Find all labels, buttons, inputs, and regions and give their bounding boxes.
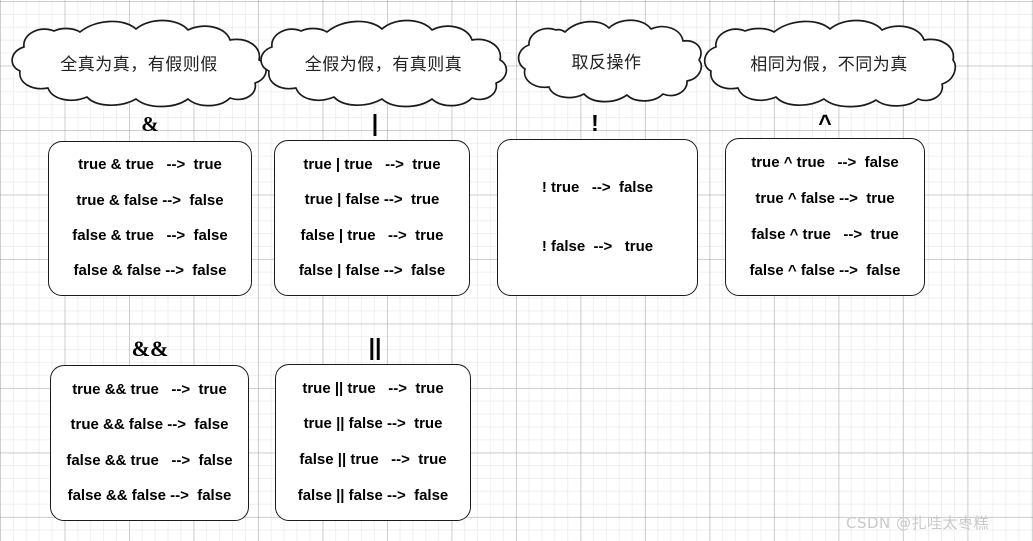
cloud-label: 全真为真，有假则假 xyxy=(60,55,218,75)
truth-table-logical-or: true || true --> true true || false --> … xyxy=(275,364,471,521)
operator-label-logical-and: && xyxy=(131,336,169,361)
cloud-label: 全假为假，有真则真 xyxy=(304,55,463,75)
thought-cloud-logical-not: 取反操作 xyxy=(513,19,703,103)
cloud-label: 取反操作 xyxy=(571,53,642,73)
operator-label-logical-not: ! xyxy=(591,110,599,136)
thought-cloud-bitwise-and: 全真为真，有假则假 xyxy=(8,19,270,108)
truth-row: true && true --> true xyxy=(72,380,227,398)
truth-row: true || false --> true xyxy=(303,415,443,433)
truth-row: true ^ false --> true xyxy=(755,189,895,207)
truth-table-logical-and: true && true --> true true && false --> … xyxy=(50,365,249,521)
truth-row: false | true --> true xyxy=(300,226,444,244)
truth-row: false ^ false --> false xyxy=(749,261,901,279)
truth-table-bitwise-and: true & true --> true true & false --> fa… xyxy=(48,141,252,296)
thought-cloud-bitwise-or: 全假为假，有真则真 xyxy=(257,19,510,108)
operator-label-bitwise-and: & xyxy=(141,112,159,136)
truth-row: ! true --> false xyxy=(541,179,654,196)
truth-row: false | false --> false xyxy=(298,262,446,279)
operator-label-bitwise-or: | xyxy=(371,110,379,136)
truth-table-bitwise-xor: true ^ true --> false true ^ false --> t… xyxy=(725,138,925,296)
truth-row: true && false --> false xyxy=(70,416,229,433)
truth-row: false || false --> false xyxy=(297,486,449,504)
truth-row: false & false --> false xyxy=(73,262,227,280)
csdn-watermark: CSDN @扎哇太枣糕 xyxy=(846,514,990,532)
truth-row: false ^ true --> true xyxy=(751,225,899,243)
truth-row: ! false --> true xyxy=(541,237,654,255)
truth-row: false & true --> false xyxy=(72,226,228,244)
truth-row: false && false --> false xyxy=(67,487,232,504)
truth-row: true & false --> false xyxy=(76,191,224,209)
operator-label-bitwise-xor: ^ xyxy=(818,110,832,136)
truth-row: true || true --> true xyxy=(302,379,444,397)
truth-table-bitwise-or: true | true --> true true | false --> tr… xyxy=(274,140,470,296)
thought-cloud-bitwise-xor: 相同为假，不同为真 xyxy=(700,18,958,108)
truth-row: true | true --> true xyxy=(303,155,441,173)
cloud-label: 相同为假，不同为真 xyxy=(750,55,908,75)
truth-row: true & true --> true xyxy=(78,156,222,174)
truth-table-logical-not: ! true --> false ! false --> true xyxy=(497,139,698,296)
truth-row: true | false --> true xyxy=(304,191,440,208)
truth-row: false || true --> true xyxy=(299,451,447,469)
operator-label-logical-or: || xyxy=(368,334,382,360)
truth-row: false && true --> false xyxy=(66,451,233,469)
truth-row: true ^ true --> false xyxy=(751,153,899,171)
